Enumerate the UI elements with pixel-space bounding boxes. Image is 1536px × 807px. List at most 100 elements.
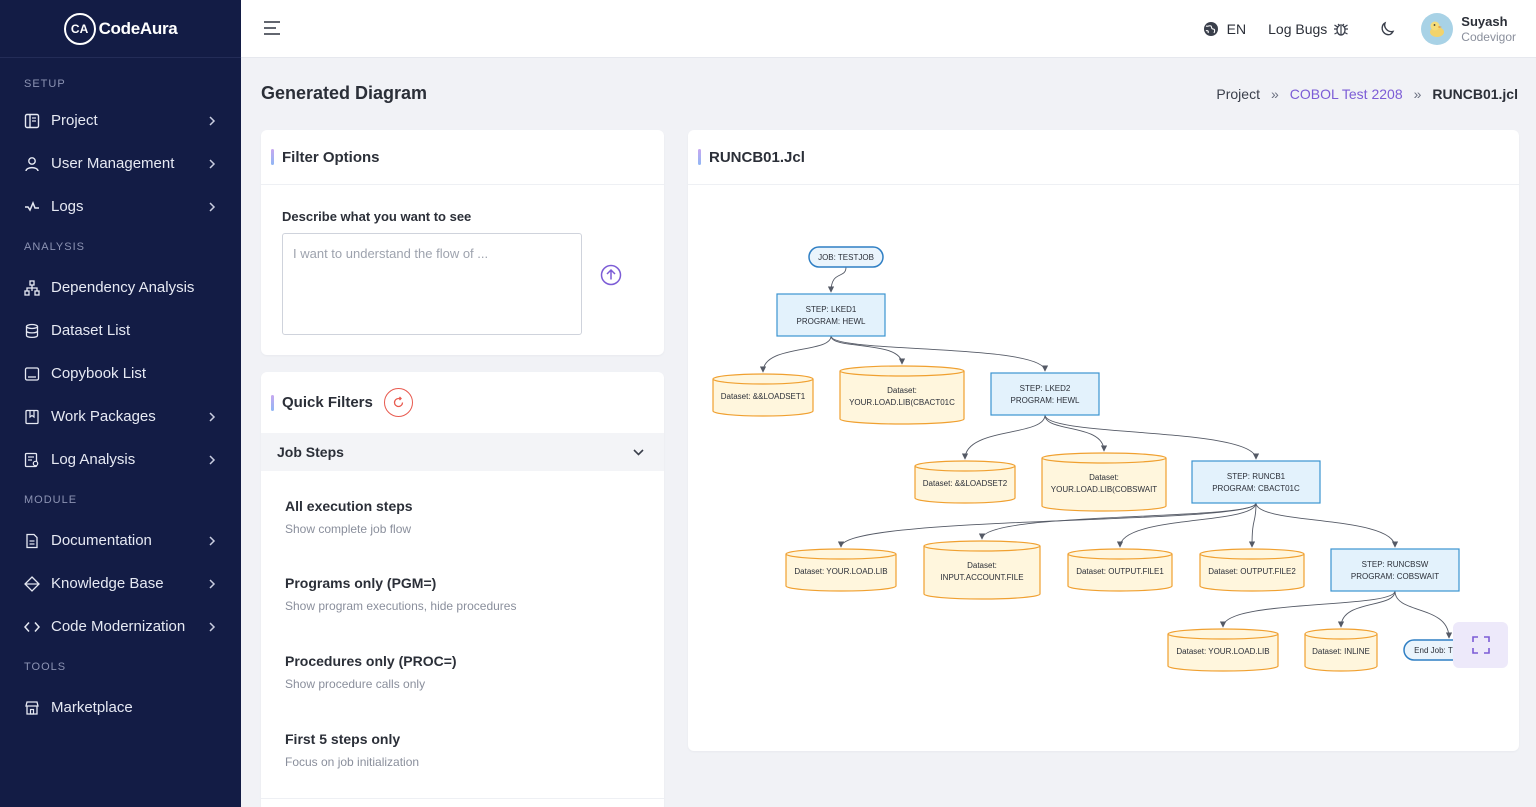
store-icon [23,699,41,717]
accordion-label: Job Steps [277,444,344,460]
sidebar: CA CodeAura SETUP Project User Managemen… [0,0,241,807]
log-bugs-label: Log Bugs [1268,21,1328,37]
sidebar-item-label: Log Analysis [51,451,136,468]
sidebar-item-label: Marketplace [51,699,133,716]
chevron-right-icon [207,115,217,126]
quick-filter-subtitle: Show program executions, hide procedures [285,599,517,613]
breadcrumb: Project » COBOL Test 2208 » RUNCB01.jcl [1216,86,1518,102]
log-bugs-button[interactable]: Log Bugs [1268,20,1350,38]
diagram-node-job[interactable]: JOB: TESTJOB [808,246,884,268]
diagram-node-dataset[interactable]: Dataset: YOUR.LOAD.LIB(CBACT01C [839,365,965,425]
sidebar-item-code-modernization[interactable]: Code Modernization [0,605,241,648]
diagram-edge [1044,414,1108,452]
language-selector[interactable]: EN [1203,21,1246,37]
quick-filters-title: Quick Filters [282,394,373,411]
logo[interactable]: CA CodeAura [0,0,241,58]
diagram-node-label: End Job: TESTJOB [1414,646,1484,655]
quick-filter-all-steps[interactable]: All execution steps Show complete job fl… [285,498,413,536]
diagram-node-label: PROGRAM: CBACT01C [1212,484,1300,493]
sidebar-item-label: Code Modernization [51,618,186,635]
language-label: EN [1226,21,1247,37]
diagram-node-dataset[interactable]: Dataset: YOUR.LOAD.LIB [1167,628,1279,672]
filter-options-title: Filter Options [282,148,380,166]
breadcrumb-root[interactable]: Project [1216,86,1260,102]
chevron-right-icon [207,158,217,169]
sidebar-item-log-analysis[interactable]: Log Analysis [0,438,241,481]
diagram-title-wrap: RUNCB01.Jcl [698,149,805,166]
sidebar-item-logs[interactable]: Logs [0,185,241,228]
diagram-node-dataset[interactable]: Dataset: OUTPUT.FILE2 [1199,548,1305,592]
avatar[interactable] [1421,13,1454,45]
quick-filter-procedures-only[interactable]: Procedures only (PROC=) Show procedure c… [285,653,457,691]
diagram-node-dataset[interactable]: Dataset: &&LOADSET2 [914,460,1016,504]
quick-filter-subtitle: Show complete job flow [285,522,412,536]
diagram-node-label: STEP: LKED1 [806,305,857,314]
title-accent-bar [698,149,701,165]
quick-filter-subtitle: Focus on job initialization [285,755,420,769]
diagram-node-dataset[interactable]: Dataset:YOUR.LOAD.LIB(COBSWAIT [1041,452,1167,512]
diagram-node-label: PROGRAM: HEWL [797,317,866,326]
bug-icon [1334,23,1349,36]
diagram-node-label: YOUR.LOAD.LIB(CBACT01C [849,398,955,407]
diagram-edge [827,266,847,293]
section-label-module: MODULE [24,494,78,506]
sidebar-item-work-packages[interactable]: Work Packages [0,395,241,438]
sidebar-item-knowledge-base[interactable]: Knowledge Base [0,562,241,605]
chevron-right-icon [207,578,217,589]
user-icon [23,155,41,173]
document-icon [23,532,41,550]
diagram-node-dataset[interactable]: Dataset: INLINE [1304,628,1378,672]
chevron-right-icon [207,454,217,465]
diagram-node-dataset[interactable]: Dataset: &&LOADSET1 [712,373,814,417]
user-info[interactable]: Suyash Codevigor [1461,14,1516,45]
page-title: Generated Diagram [261,83,428,103]
diagram-node-label: Dataset: &&LOADSET2 [923,479,1008,488]
sidebar-item-project[interactable]: Project [0,99,241,142]
diagram-node-dataset[interactable]: Dataset: YOUR.LOAD.LIB [785,548,897,592]
sidebar-item-dataset-list[interactable]: Dataset List [0,309,241,352]
describe-input[interactable] [282,233,582,335]
quick-filter-first-5-steps[interactable]: First 5 steps only Focus on job initiali… [285,731,419,769]
diagram-node-label: JOB: TESTJOB [818,253,874,262]
reset-filters-button[interactable] [383,388,413,417]
breadcrumb-project[interactable]: COBOL Test 2208 [1289,86,1403,102]
section-label-setup: SETUP [24,78,66,90]
quick-filter-subtitle: Show procedure calls only [285,677,426,691]
menu-toggle-icon[interactable] [263,20,281,38]
database-icon [23,322,41,340]
quick-filters-title-wrap: Quick Filters [271,394,373,411]
quick-filter-programs-only[interactable]: Programs only (PGM=) Show program execut… [285,575,516,613]
sidebar-item-dependency-analysis[interactable]: Dependency Analysis [0,266,241,309]
diagram-edge [978,502,1257,540]
sidebar-item-documentation[interactable]: Documentation [0,519,241,562]
app-name: CodeAura [98,18,178,38]
diagram-edge [830,335,906,365]
quick-filter-title: Programs only (PGM=) [285,575,437,591]
diagram-node-label: INPUT.ACCOUNT.FILE [940,573,1023,582]
logo-mark: CA [63,12,96,45]
diagram-node-label: Dataset: [887,386,917,395]
diagram-node-dataset[interactable]: Dataset: INPUT.ACCOUNT.FILE [923,540,1041,600]
diagram-edge [1116,502,1257,548]
submit-arrow-icon[interactable] [600,264,622,286]
sidebar-item-user-management[interactable]: User Management [0,142,241,185]
diagram-node-label: Dataset: YOUR.LOAD.LIB [1176,647,1269,656]
globe-icon [1203,22,1218,36]
sidebar-item-copybook-list[interactable]: Copybook List [0,352,241,395]
dark-mode-toggle[interactable] [1378,21,1395,38]
diagram-node-label: Dataset: [967,561,997,570]
diagram-node-dataset[interactable]: Dataset: OUTPUT.FILE1 [1067,548,1173,592]
job-steps-accordion[interactable]: Job Steps [261,433,664,471]
diagram-edge [1337,590,1396,628]
diagram-node-label: Dataset: [1089,473,1119,482]
diagram-edge [1044,414,1260,460]
sidebar-item-marketplace[interactable]: Marketplace [0,686,241,729]
fullscreen-icon[interactable] [1453,622,1508,668]
code-icon [23,618,41,636]
